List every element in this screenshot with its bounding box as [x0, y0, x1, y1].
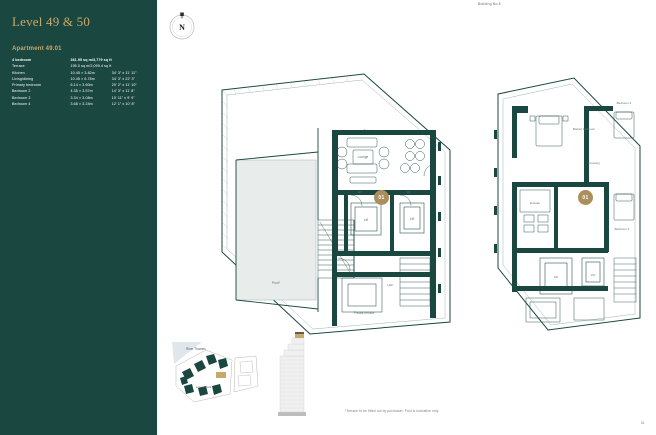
spec-metric: 3.34 × 3.08m — [70, 95, 93, 100]
lift-label-1: Lift — [364, 218, 368, 222]
spec-metric: 10.45 × 6.78m — [70, 76, 95, 81]
hall-label: Hall — [387, 283, 393, 287]
pool-area — [235, 159, 317, 301]
spec-metric: 4.35 × 3.57m — [70, 89, 93, 94]
spec-name: Bedroom 4 — [12, 101, 31, 106]
river-shape — [172, 342, 202, 364]
spec-imperial: 14' 3" x 11' 8" — [111, 89, 135, 94]
master-bedroom-label: Master bedroom — [573, 127, 596, 131]
wc-label-1: WC — [358, 190, 363, 194]
river-thames-label: River Thames — [186, 347, 206, 351]
spec-row: Bedroom 4 3.68 × 3.24m 12' 1" x 10' 8" — [12, 101, 145, 107]
linear-park-label: Linear Park — [196, 385, 212, 389]
spec-name: Bedroom 3 — [12, 95, 31, 100]
spec-row: Bedroom 2 4.35 × 3.57m 14' 3" x 11' 8" — [12, 88, 145, 94]
apartment-title: Apartment 49.01 — [12, 46, 62, 52]
spec-metric: 3.68 × 3.24m — [70, 101, 93, 106]
spec-metric: 361.95 sq m/3,779 sq ft — [70, 58, 112, 62]
highlighted-building — [216, 372, 226, 378]
spec-row: Bedroom 3 3.34 × 3.08m 10' 11" x 9' 9" — [12, 95, 145, 101]
spec-imperial: 12' 1" x 10' 8" — [111, 101, 135, 106]
lift-label-2: Lift — [410, 217, 414, 221]
info-panel: Level 49 & 50 Apartment 49.01 4 bedroom 3… — [0, 0, 157, 435]
spec-name: 4 bedroom — [12, 58, 32, 62]
spec-row: Living/dining 10.45 × 6.78m 34' 3" x 22' 3… — [12, 76, 145, 82]
apartment-badge-left[interactable]: 01 — [374, 190, 389, 205]
wc-label-2: WC — [407, 190, 412, 194]
spec-name: Primary bedroom — [12, 83, 42, 88]
lounge-label: Lounge — [358, 155, 369, 159]
spec-imperial: 10' 11" x 9' 9" — [111, 95, 135, 100]
spec-imperial: 34' 3" x 11' 11" — [111, 70, 137, 75]
highlighted-levels — [295, 334, 304, 338]
spec-imperial: 34' 3" x 22' 3" — [111, 76, 135, 81]
spec-imperial: 20' 2" x 11' 10" — [111, 83, 137, 88]
footnote: *Terrace to be fitted out by purchaser. … — [345, 409, 440, 413]
spec-row: Kitchen 10.45 × 3.82m 34' 3" x 11' 11" — [12, 70, 145, 76]
site-key-plan — [172, 342, 260, 404]
spec-row: Terrace 195.0 sq m/2,099.4 sq ft — [12, 63, 145, 69]
page-title: Level 49 & 50 — [12, 14, 91, 29]
spec-metric: 10.45 × 3.82m — [70, 70, 95, 75]
tower-elevation-diagram — [275, 330, 309, 418]
compass-north-letter: N — [179, 23, 185, 32]
lounge-furniture — [336, 137, 390, 184]
floorplan-level-50: Master bedroom Ensuite Lift Lift Bedroom… — [488, 72, 648, 337]
lift-label-1-right: Lift — [554, 275, 558, 279]
lift-label-2-right: Lift — [591, 273, 595, 277]
pool-label: Pool* — [272, 281, 281, 285]
page-number: 81 — [641, 421, 645, 425]
spec-metric: 195.0 sq m/2,099.4 sq ft — [70, 64, 112, 69]
spec-row: Primary bedroom 6.14 × 3.60m 20' 2" x 11' … — [12, 82, 145, 88]
apartment-spec-table: 4 bedroom 361.95 sq m/3,779 sq ft Terrace 1… — [12, 57, 145, 107]
compass-rose-icon: N — [165, 8, 199, 42]
apartment-badge-right[interactable]: 01 — [578, 190, 593, 205]
spec-metric: 6.14 × 3.60m — [70, 83, 93, 88]
spec-name: Living/dining — [12, 76, 34, 81]
ensuite-label: Ensuite — [530, 201, 540, 205]
building-label: Building No.8 — [478, 2, 501, 6]
private-terrace-label-bottom: Private terrace — [354, 311, 375, 315]
master-bed-furniture — [529, 115, 569, 147]
dressing-label: Dressing — [588, 161, 600, 165]
bedroom-3-label: Bedroom 3 — [615, 227, 630, 231]
spec-name: Terrace — [12, 64, 25, 69]
bedroom-2-label: Bedroom 2 — [617, 101, 632, 105]
spec-name: Kitchen — [12, 70, 25, 75]
spec-row: 4 bedroom 361.95 sq m/3,779 sq ft — [12, 57, 145, 63]
spec-name: Bedroom 2 — [12, 89, 31, 94]
floorplan-level-49: Pool* Private terrace Private terrace — [214, 72, 454, 337]
